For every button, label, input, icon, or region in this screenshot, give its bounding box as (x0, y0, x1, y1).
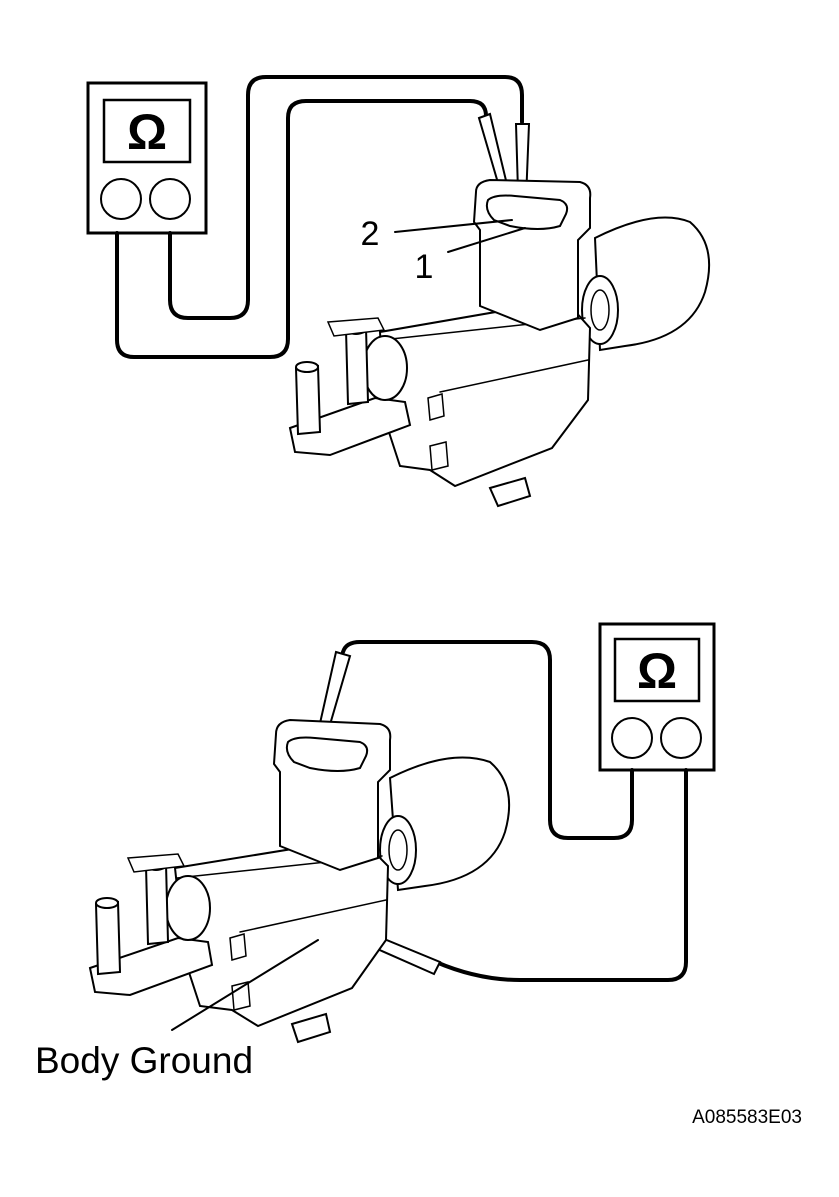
bottom-illustration: Ω (35, 622, 716, 1081)
vsv-body-top (288, 178, 711, 508)
body-ground-callout: Body Ground (35, 939, 319, 1081)
terminal-callouts: 2 1 (361, 215, 526, 286)
body-ground-label: Body Ground (35, 1040, 253, 1081)
meter-jack-left-bottom (611, 717, 653, 759)
meter-jack-left-top (100, 178, 142, 220)
meter-jack-right-top (149, 178, 191, 220)
ohm-symbol-bottom: Ω (637, 643, 677, 699)
vsv-body-bottom (88, 718, 511, 1044)
top-illustration: Ω (86, 75, 711, 508)
callout-terminal-1: 1 (415, 248, 434, 286)
ohmmeter-top: Ω (86, 81, 208, 235)
ohm-symbol-top: Ω (127, 104, 167, 160)
ohmmeter-bottom: Ω (598, 622, 716, 772)
callout-terminal-2: 2 (361, 215, 380, 253)
figure-code: A085583E03 (692, 1107, 802, 1128)
meter-jack-right-bottom (660, 717, 702, 759)
